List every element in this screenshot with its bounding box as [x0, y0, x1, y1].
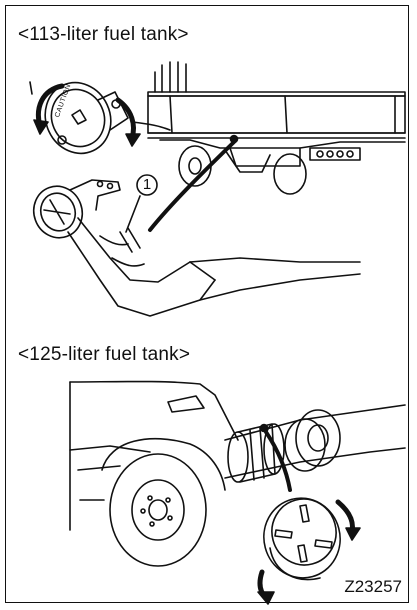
figure-id: Z23257 [344, 577, 402, 596]
callout-number: 1 [142, 176, 152, 193]
filler-neck-detail [32, 179, 361, 317]
callout-circle [136, 174, 158, 196]
heading-125-liter-tank: <125-liter fuel tank> [18, 344, 191, 365]
truck-side-drawing [69, 380, 406, 567]
leader-line-top [148, 140, 236, 232]
cap-rotation-bottom [257, 497, 361, 605]
leader-line-bottom [264, 430, 292, 492]
heading-113-liter-tank: <113-liter fuel tank> [18, 24, 189, 45]
truck-rear-drawing [147, 61, 406, 195]
illustration-frame [5, 5, 409, 603]
fuel-cap-rotation-diagram [29, 81, 171, 155]
